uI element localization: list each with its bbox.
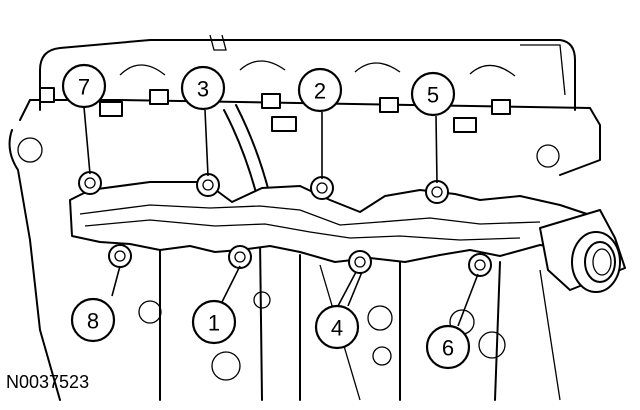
- callout-6: 6: [425, 324, 471, 370]
- callout-2: 2: [297, 67, 343, 113]
- callout-1: 1: [191, 299, 237, 345]
- callout-8-label: 8: [87, 309, 99, 334]
- callout-7-label: 7: [78, 75, 90, 100]
- callout-6-label: 6: [442, 336, 454, 361]
- callout-3-label: 3: [197, 77, 209, 102]
- callout-3: 3: [180, 65, 226, 111]
- manifold-nuts: [78, 171, 492, 277]
- figure-code: N0037523: [6, 372, 90, 392]
- callout-2-label: 2: [314, 79, 326, 104]
- callout-7: 7: [61, 63, 107, 109]
- callout-4: 4: [314, 304, 360, 350]
- callout-5: 5: [410, 71, 456, 117]
- callout-4-label: 4: [331, 316, 343, 341]
- exhaust-manifold: [69, 181, 626, 293]
- callout-5-label: 5: [427, 83, 439, 108]
- callout-8: 8: [70, 297, 116, 343]
- callout-1-label: 1: [208, 311, 220, 336]
- callout-leaders: [83, 106, 479, 327]
